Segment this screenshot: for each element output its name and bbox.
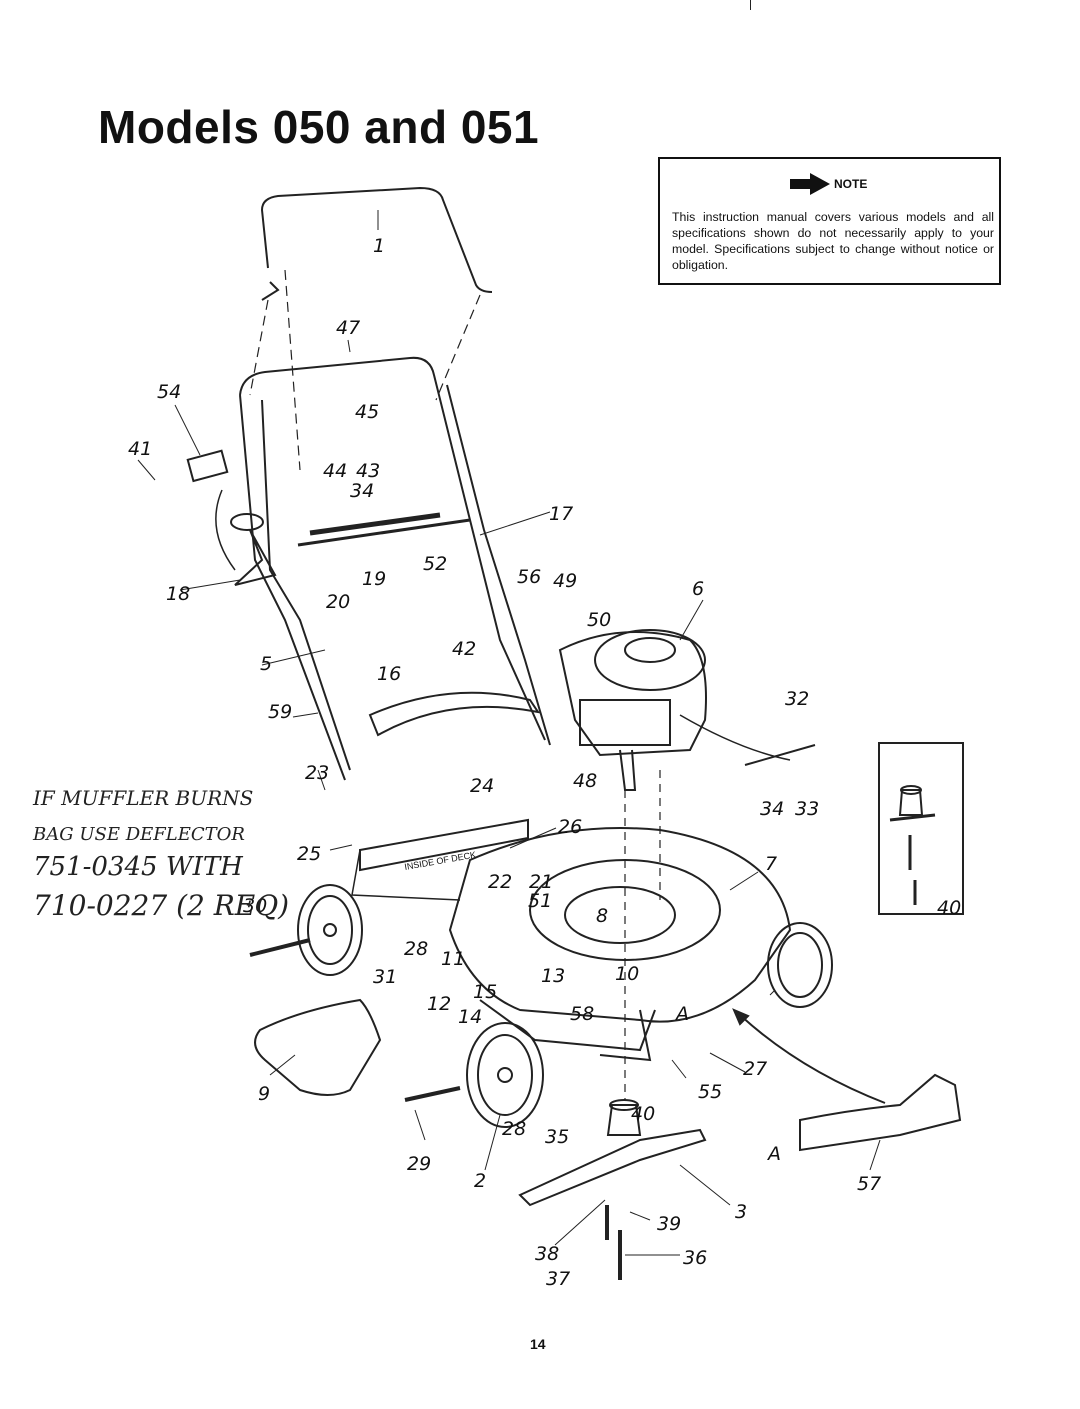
callout-40: 40: [631, 1103, 655, 1125]
callout-51: 51: [528, 890, 552, 912]
callout-22: 22: [488, 871, 512, 893]
callout-11: 11: [441, 948, 465, 970]
upper-handle-drawing: [260, 186, 493, 293]
callout-42: 42: [452, 638, 476, 660]
deflector-drawing: [359, 818, 529, 872]
callout-23: 23: [305, 762, 329, 784]
callout-16: 16: [377, 663, 401, 685]
callout-7: 7: [765, 853, 777, 875]
callout-58: 58: [570, 1003, 594, 1025]
callout-38: 38: [535, 1243, 559, 1265]
callout-44: 44: [323, 460, 347, 482]
callout-50: 50: [587, 609, 611, 631]
front-wheel-drawing: [466, 1022, 544, 1128]
callout-59: 59: [268, 701, 292, 723]
handwritten-line-4: 710-0227 (2 REQ): [33, 889, 289, 922]
callout-19: 19: [362, 568, 386, 590]
callout-27: 27: [743, 1058, 767, 1080]
page-title: Models 050 and 051: [98, 101, 540, 153]
callout-52: 52: [423, 553, 447, 575]
callout-28a: 28: [404, 938, 428, 960]
callout-45: 45: [355, 401, 379, 423]
callout-28b: 28: [502, 1118, 526, 1140]
callout-29: 29: [407, 1153, 431, 1175]
page-edge-mark: [750, 0, 751, 10]
callout-2: 2: [474, 1170, 486, 1192]
callout-57: 57: [857, 1173, 881, 1195]
callout-33: 33: [795, 798, 819, 820]
callout-A-deck: A: [674, 1003, 689, 1025]
callout-26: 26: [558, 816, 582, 838]
callout-25: 25: [297, 843, 321, 865]
deck-drawing: [448, 827, 792, 1023]
callout-31: 31: [373, 966, 397, 988]
callout-9: 9: [258, 1083, 270, 1105]
note-label: NOTE: [834, 177, 868, 191]
rear-right-wheel-drawing: [767, 922, 833, 1008]
deck-label: INSIDE OF DECK: [404, 850, 477, 872]
callout-54: 54: [157, 381, 181, 403]
callout-13: 13: [541, 965, 565, 987]
callout-1: 1: [373, 235, 385, 257]
callout-3: 3: [735, 1201, 747, 1223]
callout-18: 18: [166, 583, 190, 605]
callout-A-bracket: A: [766, 1143, 781, 1165]
callout-15: 15: [473, 981, 497, 1003]
callout-34b: 34: [760, 798, 784, 820]
callout-47: 47: [336, 317, 360, 339]
arrow-right-icon: [790, 173, 830, 195]
note-box: NOTE This instruction manual covers vari…: [658, 157, 1001, 285]
callout-17: 17: [549, 503, 573, 525]
callout-55: 55: [698, 1081, 722, 1103]
callout-10: 10: [615, 963, 639, 985]
callout-32: 32: [785, 688, 809, 710]
bag-frame-drawing: [368, 691, 541, 737]
note-text: This instruction manual covers various m…: [672, 210, 994, 272]
callout-39: 39: [657, 1213, 681, 1235]
handwritten-line-2: BAG USE DEFLECTOR: [32, 824, 245, 845]
callout-48: 48: [573, 770, 597, 792]
callout-6: 6: [692, 578, 704, 600]
callout-21: 21: [529, 871, 553, 893]
callout-14: 14: [458, 1006, 482, 1028]
callout-8: 8: [596, 905, 608, 927]
callout-30: 30: [243, 895, 267, 917]
bail-bracket-drawing: [799, 1073, 962, 1152]
callout-49: 49: [553, 570, 577, 592]
handwritten-line-3: 751-0345 WITH: [33, 852, 244, 882]
callout-35: 35: [545, 1126, 569, 1148]
blade-drawing: [518, 1128, 707, 1207]
engine-drawing: [558, 631, 707, 757]
page-number: 14: [530, 1336, 546, 1352]
callout-5: 5: [260, 653, 272, 675]
callout-56: 56: [517, 566, 541, 588]
callout-12: 12: [427, 993, 451, 1015]
callout-40-inset: 40: [937, 897, 961, 919]
rear-left-wheel-drawing: [297, 884, 363, 976]
callout-24: 24: [470, 775, 494, 797]
inset-box: [878, 742, 964, 915]
note-header: NOTE: [790, 173, 867, 195]
chute-drawing: [254, 998, 382, 1096]
handwritten-line-1: IF MUFFLER BURNS: [32, 786, 253, 810]
callout-20: 20: [326, 591, 350, 613]
callout-36: 36: [683, 1247, 707, 1269]
callout-43: 43: [356, 460, 380, 482]
callout-34a: 34: [350, 480, 374, 502]
lower-handle-drawing: [239, 356, 546, 741]
callout-37: 37: [546, 1268, 570, 1290]
callout-41: 41: [128, 438, 152, 460]
